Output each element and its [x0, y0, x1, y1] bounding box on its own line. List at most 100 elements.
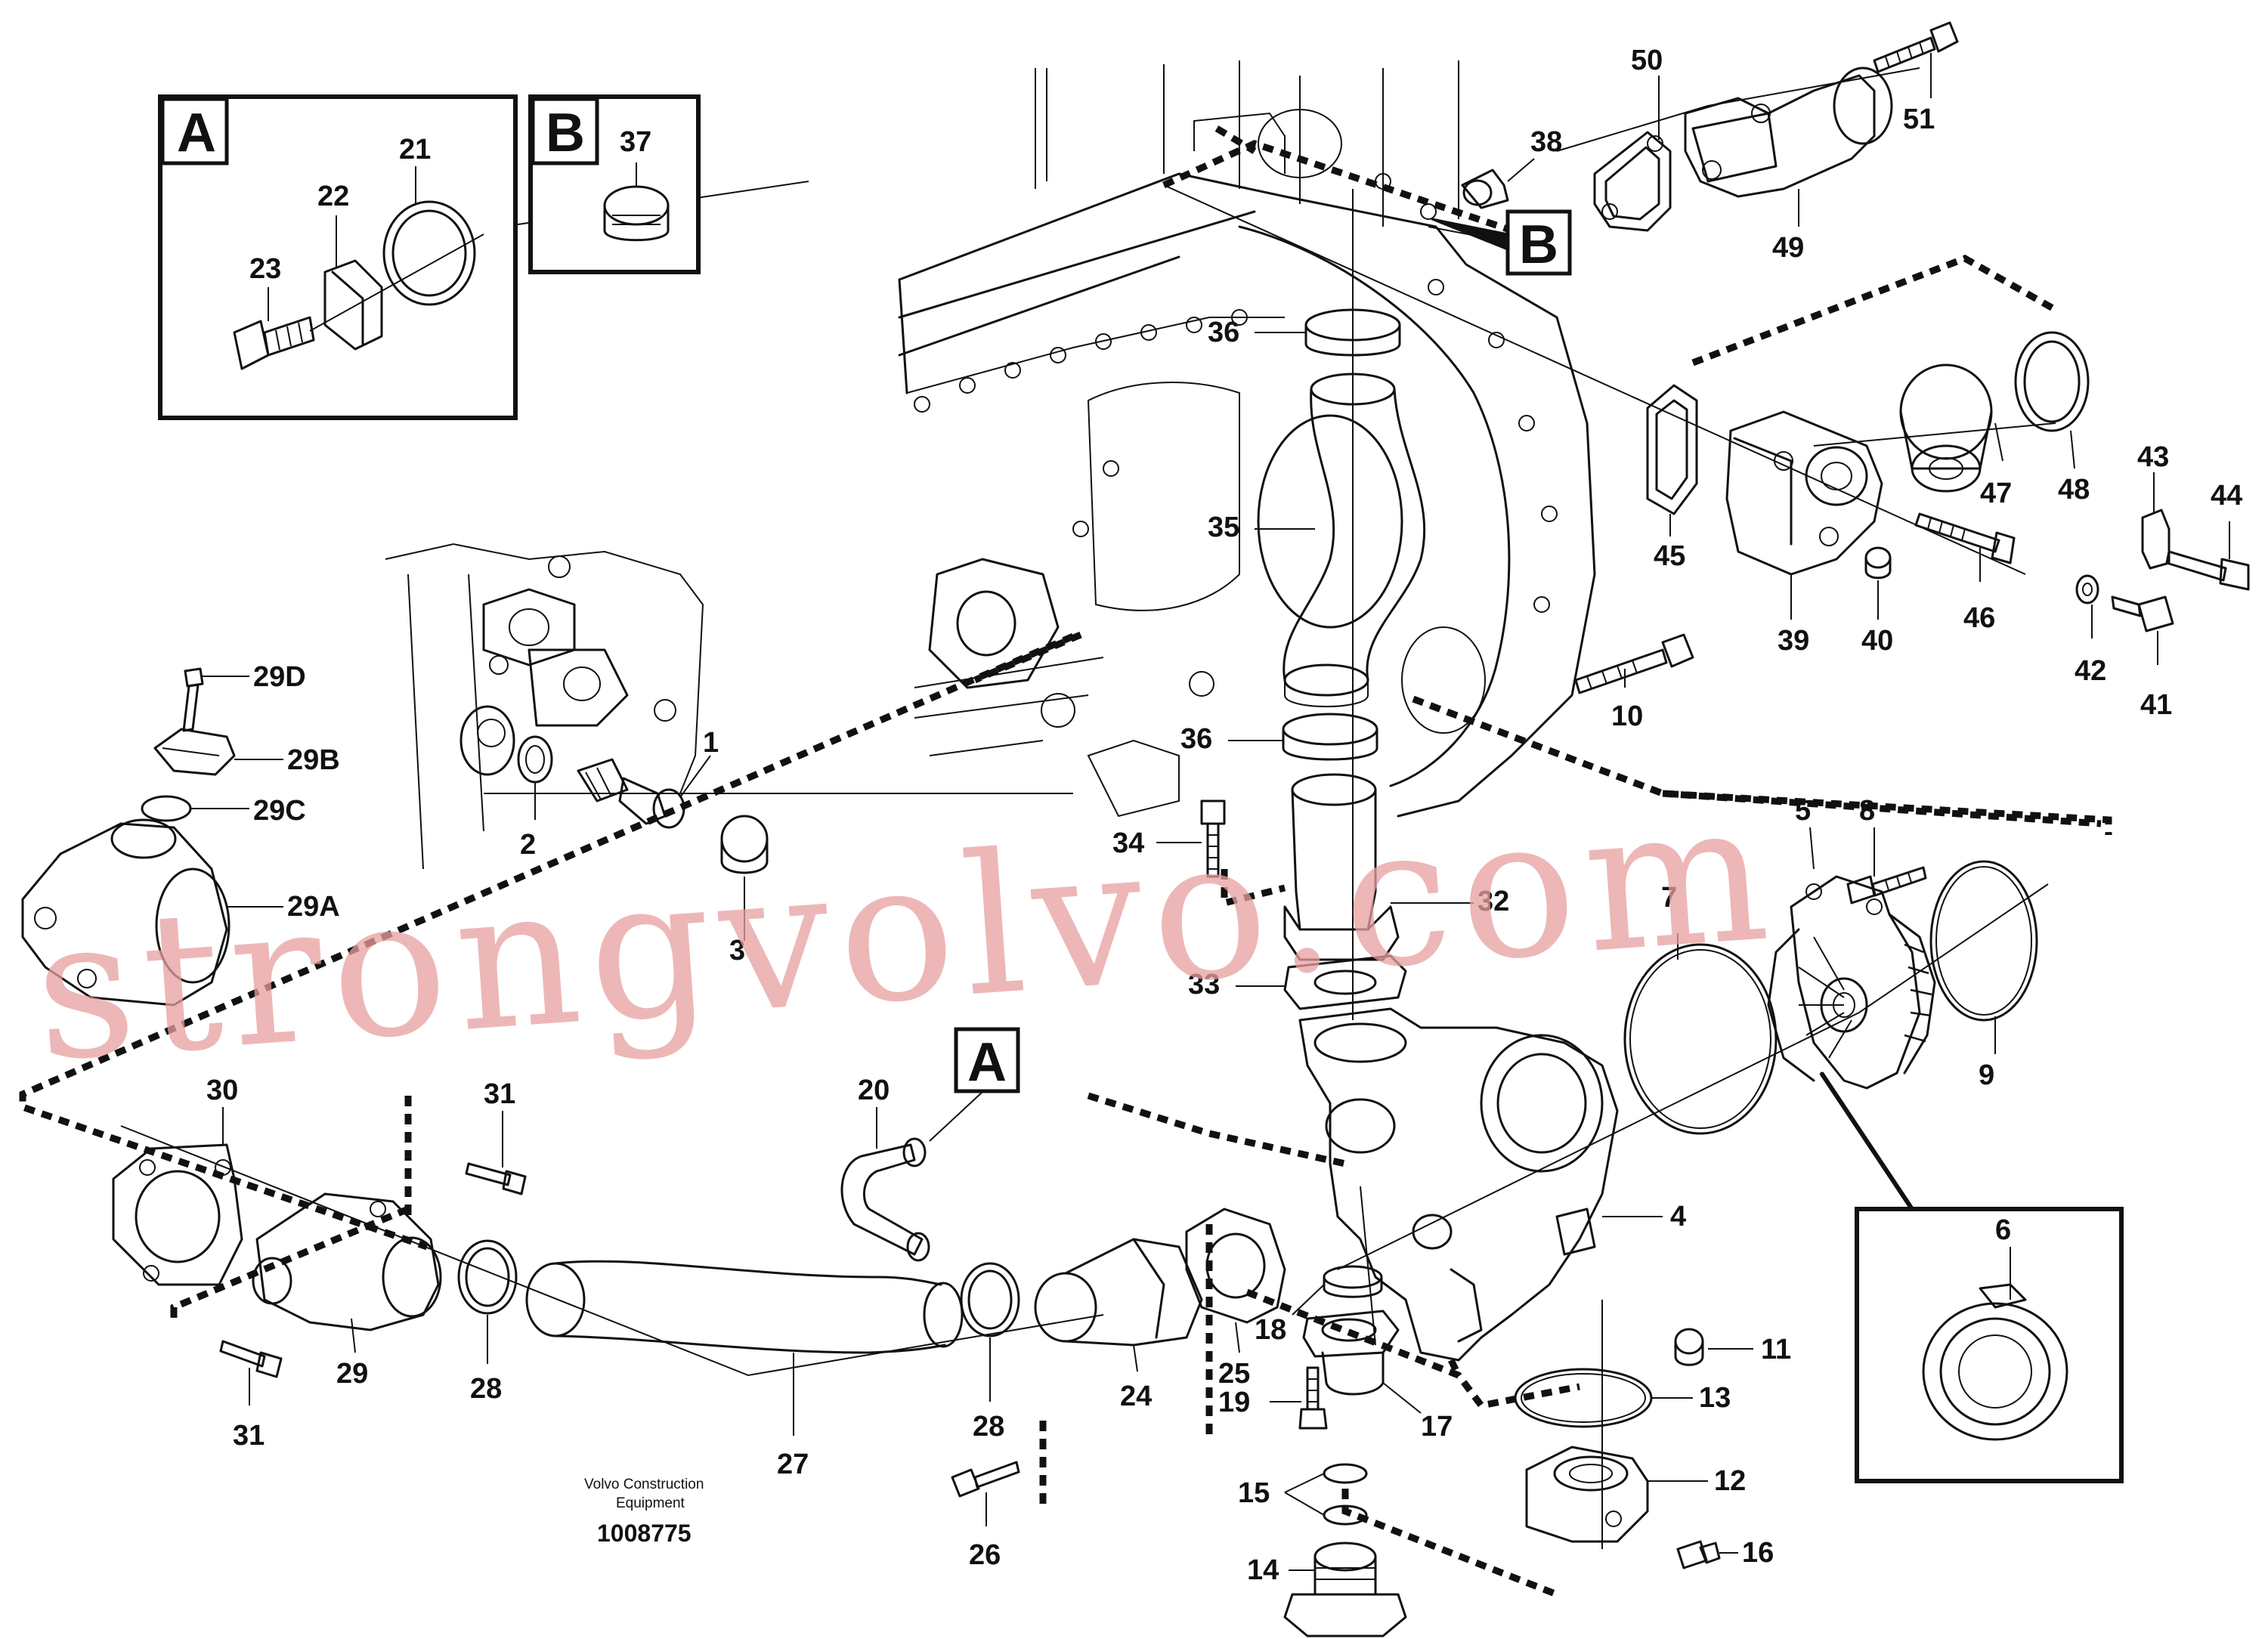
callout-47: 47	[1980, 478, 2012, 509]
o-ring-13: 13	[1514, 1368, 1731, 1428]
callout-29a: 29A	[287, 891, 340, 923]
clamp-43: 43	[2137, 441, 2171, 570]
engine-side-outline	[385, 543, 704, 870]
callout-18: 18	[1255, 1314, 1286, 1346]
callout-28-right: 28	[973, 1411, 1004, 1443]
callout-43: 43	[2137, 441, 2169, 473]
callout-44: 44	[2211, 480, 2242, 512]
reference-tag-b: B	[1428, 209, 1572, 276]
pipe-32: 32	[1283, 773, 1509, 961]
housing-29: 29	[252, 1192, 442, 1390]
washer-2: 2	[517, 735, 553, 861]
pump-housing-4: 4	[1298, 1007, 1686, 1362]
bolt-19: 19	[1218, 1366, 1328, 1430]
gasket-45: 45	[1646, 384, 1698, 572]
cover-29b: 29B	[153, 728, 340, 776]
callout-21: 21	[399, 134, 431, 165]
callout-8: 8	[1859, 795, 1875, 827]
pipe-27: 27	[525, 1260, 964, 1480]
fitting-38: 38	[1461, 126, 1562, 209]
cap-3: 3	[720, 815, 769, 966]
bolt-41: 41	[2111, 595, 2174, 721]
o-ring-9: 9	[1929, 860, 2038, 1091]
callout-11: 11	[1761, 1334, 1791, 1365]
assembly-dashed-lines	[19, 125, 2112, 1598]
bolt-34: 34	[1112, 799, 1226, 878]
callout-49: 49	[1772, 232, 1804, 264]
detail-box-b-letter: B	[546, 103, 585, 163]
callout-27: 27	[777, 1449, 809, 1480]
bolt-8: 8	[1846, 795, 1927, 905]
callout-31-lower: 31	[233, 1420, 265, 1452]
callout-30: 30	[206, 1075, 238, 1106]
callout-41: 41	[2140, 689, 2172, 721]
callout-40: 40	[1861, 625, 1893, 657]
callout-31-upper: 31	[484, 1078, 515, 1110]
reference-tag-a: A	[929, 1027, 1020, 1142]
callout-48: 48	[2058, 474, 2090, 506]
callout-25: 25	[1218, 1358, 1250, 1390]
bolt-51: 51	[1873, 21, 1959, 135]
callout-28-left: 28	[470, 1373, 502, 1405]
callout-29: 29	[336, 1358, 368, 1390]
callout-10: 10	[1611, 700, 1643, 732]
detail-view-a: A 21 22 23	[158, 94, 518, 420]
bolt-26: 26	[951, 1461, 1020, 1571]
callout-16: 16	[1742, 1537, 1774, 1569]
callout-17: 17	[1421, 1411, 1453, 1443]
housing-29a: 29A	[21, 818, 340, 1007]
flange-17: 17	[1302, 1310, 1453, 1443]
callout-39: 39	[1778, 625, 1809, 657]
callout-19: 19	[1218, 1387, 1250, 1418]
housing-39: 39	[1725, 410, 1883, 657]
callout-42: 42	[2075, 655, 2106, 687]
callout-38: 38	[1530, 126, 1562, 158]
callout-7: 7	[1661, 882, 1677, 914]
callout-13: 13	[1699, 1382, 1731, 1414]
plug-40: 40	[1861, 546, 1893, 657]
callout-3: 3	[729, 935, 745, 966]
callout-22: 22	[317, 181, 349, 212]
plug-14: 14	[1247, 1542, 1407, 1637]
clamp-ring-36-lower: 36	[1180, 713, 1378, 761]
o-ring-18: 18	[1255, 1265, 1383, 1346]
thermostat-47: 47	[1899, 363, 2012, 509]
gasket-25: 25	[1185, 1208, 1286, 1390]
clamp-ring-28-left: 28	[457, 1239, 518, 1405]
bolt-29d: 29D	[182, 661, 306, 732]
detail-view-6: 6	[1819, 1072, 2124, 1483]
elbow-hose-20: 20	[840, 1075, 930, 1262]
callout-46: 46	[1963, 602, 1995, 634]
o-ring-29c: 29C	[141, 795, 306, 827]
callout-36-upper: 36	[1208, 317, 1239, 348]
callout-36-lower: 36	[1180, 723, 1212, 755]
o-ring-7: 7	[1623, 882, 1778, 1135]
callout-26: 26	[969, 1539, 1001, 1571]
plug-16: 16	[1676, 1537, 1774, 1569]
bolt-46: 46	[1914, 512, 2016, 634]
callout-50: 50	[1631, 45, 1663, 76]
clamp-22	[323, 259, 383, 351]
filter-housing-12: 12	[1525, 1446, 1746, 1543]
caption: Volvo Construction Equipment 1008775	[584, 1477, 704, 1547]
callout-20: 20	[858, 1075, 890, 1106]
clamp-ring-28-right: 28	[960, 1262, 1020, 1443]
callout-9: 9	[1979, 1059, 1994, 1091]
callout-14: 14	[1247, 1554, 1279, 1586]
callout-1: 1	[703, 727, 719, 759]
pipe-24: 24	[1034, 1238, 1203, 1412]
callout-32: 32	[1477, 886, 1509, 917]
sensor-1: 1	[577, 727, 719, 829]
svg-text:B: B	[1519, 215, 1558, 275]
detail-box-a-tag	[160, 97, 229, 165]
callout-35: 35	[1208, 512, 1239, 543]
callout-45: 45	[1654, 540, 1685, 572]
callout-34: 34	[1112, 827, 1144, 859]
callout-6: 6	[1995, 1214, 2011, 1246]
detail-view-b: B 37	[528, 94, 701, 274]
callout-12: 12	[1714, 1465, 1746, 1497]
callout-24: 24	[1120, 1381, 1152, 1412]
hose-35: 35	[1208, 373, 1426, 707]
svg-text:A: A	[967, 1032, 1007, 1093]
bolt-31-upper: 31	[465, 1078, 527, 1195]
